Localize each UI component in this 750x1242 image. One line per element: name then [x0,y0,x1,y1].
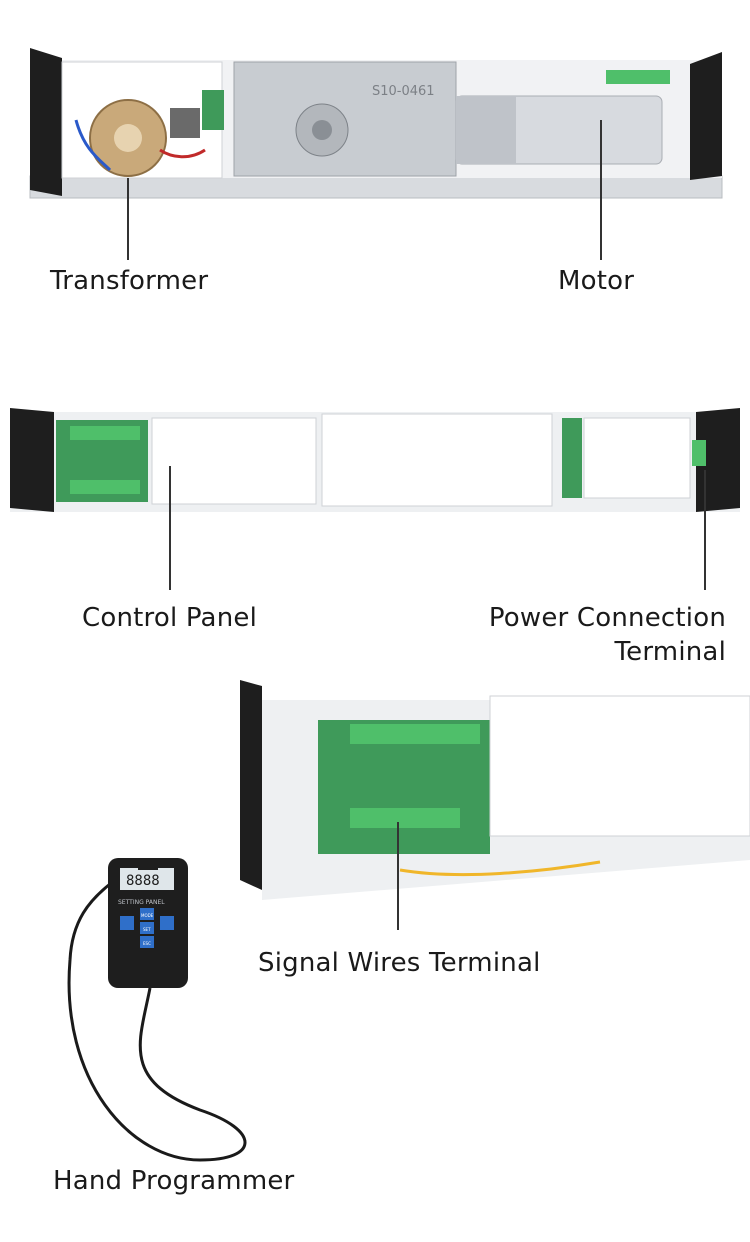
right-end-cap-2 [696,408,740,512]
programmer-panel-text: SETTING PANEL [118,899,165,906]
programmer-key-set[interactable] [140,922,154,934]
programmer-display [120,868,174,890]
leader-signal-terminal [397,822,399,930]
programmer-cable [67,882,247,1162]
left-end-cap [30,48,62,196]
leader-control-panel [169,466,171,590]
control-module-box [489,695,750,837]
aluminium-rail [29,175,723,199]
programmer-key-esc[interactable] [140,936,154,948]
label-control-panel: Control Panel [82,603,257,633]
leader-power-terminal [704,470,706,590]
gearbox-code: S10-0461 [372,84,435,99]
label-transformer: Transformer [50,266,209,296]
power-terminal-pcb [562,418,582,498]
power-module-box [583,417,691,499]
label-hand-programmer: Hand Programmer [53,1166,295,1196]
leader-transformer [127,178,129,260]
right-end-cap [690,52,722,180]
programmer-key-down[interactable] [160,916,174,930]
programmer-key-esc-label: ESC [143,941,151,946]
label-power-terminal-line2: Terminal [614,637,726,667]
programmer-key-mode[interactable] [140,908,154,920]
programmer-key-mode-label: MODE [141,913,154,918]
control-panel-box [151,417,317,505]
programmer-key-set-label: SET [143,927,151,932]
label-signal-terminal: Signal Wires Terminal [258,948,541,978]
label-power-terminal-line1: Power Connection [488,603,726,633]
programmer-display-text: 8888 [126,873,160,889]
left-end-cap-3 [240,680,262,890]
label-motor: Motor [558,266,635,296]
left-end-cap-2 [10,408,54,512]
leader-motor [600,120,602,260]
programmer-key-left[interactable] [120,916,134,930]
